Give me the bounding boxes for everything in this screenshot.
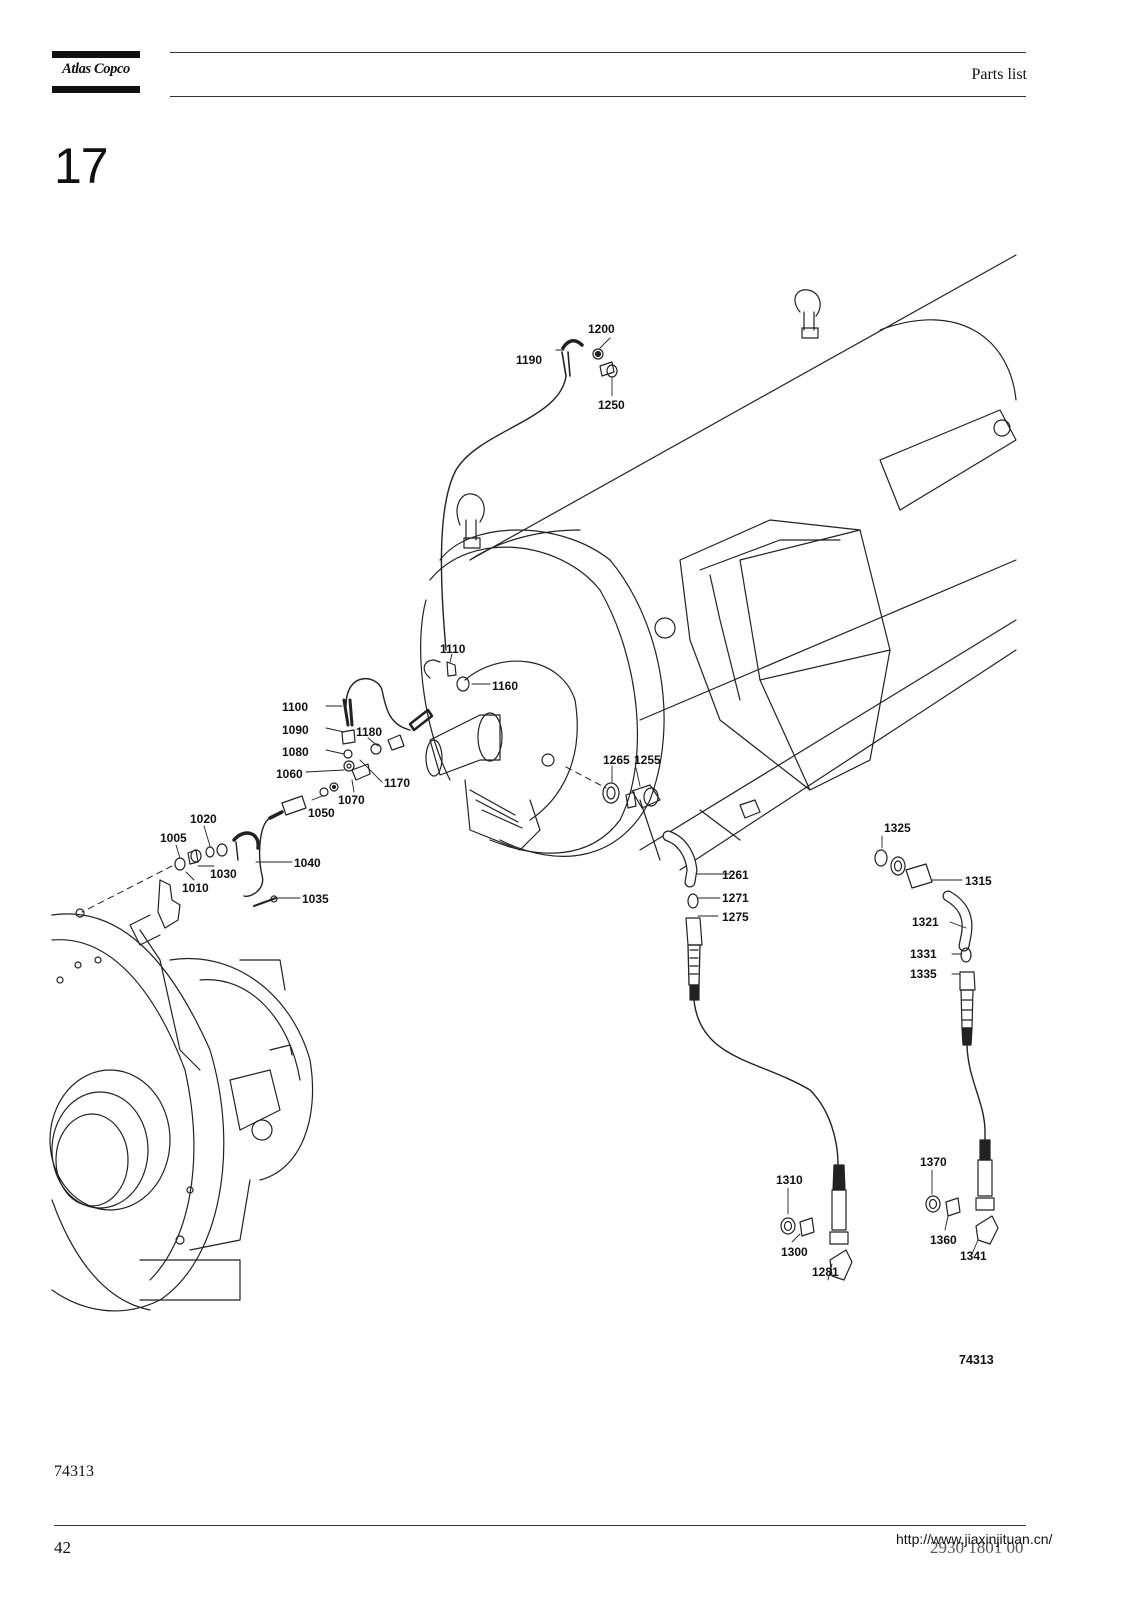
logo-bar-top (52, 51, 140, 58)
header-title: Parts list (971, 66, 1027, 83)
header-rule-top (170, 52, 1026, 53)
callout-1271: 1271 (722, 891, 749, 905)
callout-1255: 1255 (634, 753, 661, 767)
callout-1190: 1190 (516, 353, 542, 367)
callout-1315: 1315 (965, 874, 992, 888)
turbine-assembly (49, 879, 314, 1312)
hose-1315-1341 (874, 849, 999, 1245)
document-number: 2930 1801 00 (930, 1538, 1024, 1557)
figure-reference: 74313 (54, 1463, 94, 1480)
hose-1040 (174, 795, 307, 907)
callout-1005: 1005 (160, 831, 187, 845)
watermark-url: http://www.jiaxinjituan.cn/ (896, 1531, 1053, 1547)
callout-1020: 1020 (190, 812, 217, 826)
callout-1325: 1325 (884, 821, 911, 835)
figure-code: 74313 (959, 1353, 994, 1367)
generator-body (420, 254, 1017, 871)
callout-1110: 1110 (440, 642, 466, 656)
callout-1180: 1180 (356, 725, 382, 739)
callout-1050: 1050 (308, 806, 335, 820)
callout-1080: 1080 (282, 745, 309, 759)
dashed-leaders (81, 766, 607, 913)
callout-1261: 1261 (722, 868, 749, 882)
callout-1060: 1060 (276, 767, 303, 781)
callout-1070: 1070 (338, 793, 365, 807)
callout-1331: 1331 (910, 947, 937, 961)
logo-bar-bottom (52, 86, 140, 93)
section-number: 17 (54, 138, 109, 194)
callout-1035: 1035 (302, 892, 329, 906)
callout-1040: 1040 (294, 856, 321, 870)
hose-1100-1180 (319, 678, 434, 797)
callout-1200: 1200 (588, 322, 615, 336)
callout-1265: 1265 (603, 753, 630, 767)
callout-labels: 1200 1190 1250 1110 1160 1100 1090 1180 … (160, 322, 992, 1279)
callout-1160: 1160 (492, 679, 518, 693)
hose-1261-1281 (662, 830, 853, 1281)
logo-text: Atlas Copco (62, 61, 130, 77)
callout-1090: 1090 (282, 723, 309, 737)
callout-1360: 1360 (930, 1233, 957, 1247)
callout-1341: 1341 (960, 1249, 987, 1263)
header-rule-bottom (170, 96, 1026, 97)
callout-1275: 1275 (722, 910, 749, 924)
callout-1370: 1370 (920, 1155, 947, 1169)
callout-1335: 1335 (910, 967, 937, 981)
callout-1250: 1250 (598, 398, 625, 412)
callout-1030: 1030 (210, 867, 237, 881)
atlas-copco-logo: Atlas Copco (52, 48, 140, 94)
page-number: 42 (54, 1538, 71, 1557)
callout-1170: 1170 (384, 776, 410, 790)
callout-1010: 1010 (182, 881, 209, 895)
callout-1321: 1321 (912, 915, 939, 929)
callout-1100: 1100 (282, 700, 308, 714)
parts-1265-1255 (602, 782, 661, 809)
callout-1310: 1310 (776, 1173, 803, 1187)
callout-1281: 1281 (812, 1265, 839, 1279)
callout-leaders (175, 337, 979, 1281)
callout-1300: 1300 (781, 1245, 808, 1259)
hose-1190-1110 (423, 339, 618, 692)
footer-rule (54, 1525, 1026, 1526)
